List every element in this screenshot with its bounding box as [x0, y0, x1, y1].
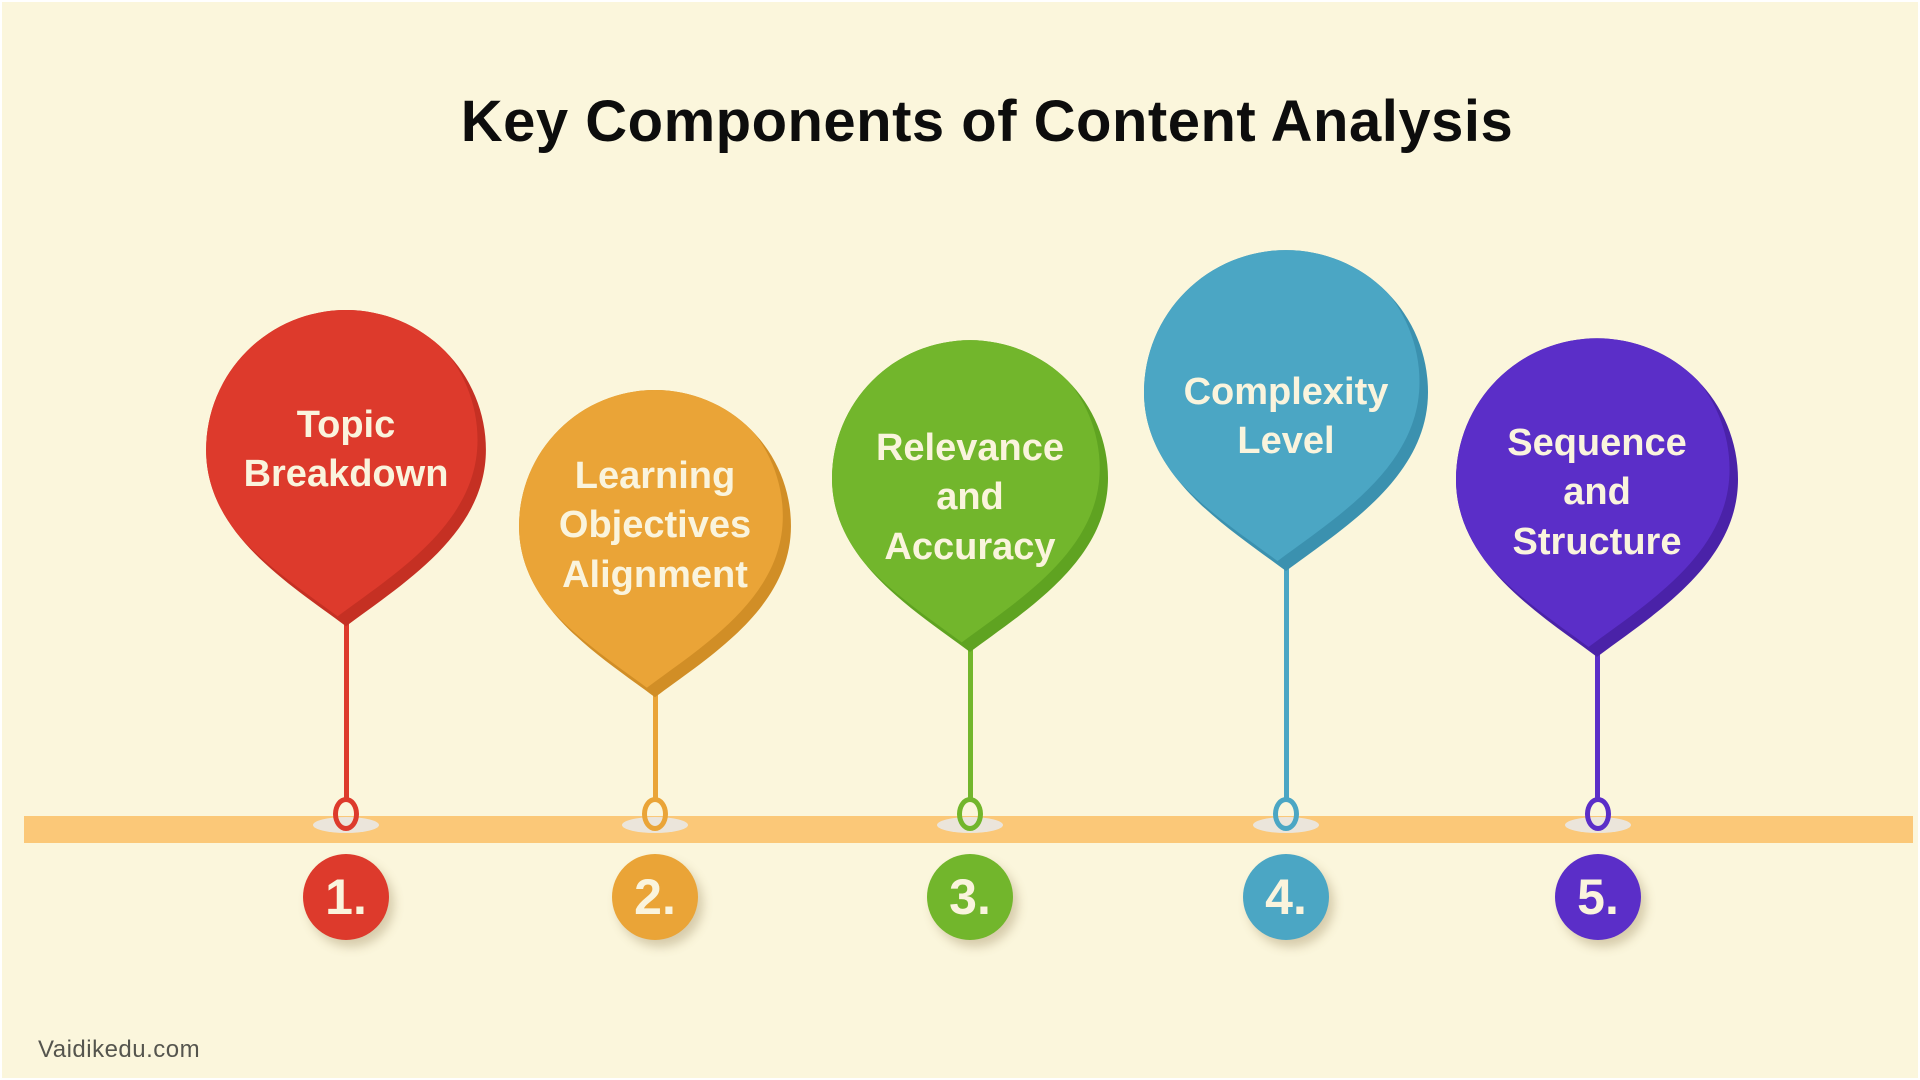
- balloon-shape: [832, 340, 1108, 653]
- step-number-badge: 3.: [927, 854, 1013, 940]
- page-title: Key Components of Content Analysis: [460, 89, 1514, 154]
- balloon-graphic: [206, 310, 486, 629]
- balloon-string: [343, 623, 349, 802]
- step-number-badge: 1.: [303, 854, 389, 940]
- balloon-knot-ring: [957, 797, 983, 831]
- balloon-knot-ring: [642, 797, 668, 831]
- balloon-graphic: [1144, 250, 1428, 574]
- balloon-label: Topic Breakdown: [243, 403, 449, 495]
- balloon-shape: [1456, 338, 1738, 657]
- balloon-knot-ring: [1273, 797, 1299, 831]
- balloon-knot-ring: [1585, 797, 1611, 831]
- step-number-badge: 5.: [1555, 854, 1641, 940]
- balloon-shape: [206, 310, 486, 627]
- balloon-graphic: [1456, 338, 1738, 660]
- balloon-string: [1283, 568, 1289, 802]
- balloon-string: [652, 694, 658, 802]
- balloon-label: Complexity Level: [1183, 370, 1389, 462]
- balloon-label: Relevance and Accuracy: [875, 426, 1064, 568]
- balloon-label: Learning Objectives Alignment: [558, 454, 752, 596]
- balloon-shape: [519, 390, 791, 698]
- balloon-label: Sequence and Structure: [1507, 421, 1687, 563]
- balloon-string: [967, 649, 973, 802]
- balloon-graphic: [832, 340, 1108, 655]
- balloon-string: [1594, 654, 1600, 802]
- balloon-shape: [1144, 250, 1428, 572]
- balloon-knot-ring: [333, 797, 359, 831]
- watermark-text: Vaidikedu.com: [38, 1036, 201, 1063]
- step-number-badge: 4.: [1243, 854, 1329, 940]
- step-number-badge: 2.: [612, 854, 698, 940]
- balloon-graphic: [519, 390, 791, 700]
